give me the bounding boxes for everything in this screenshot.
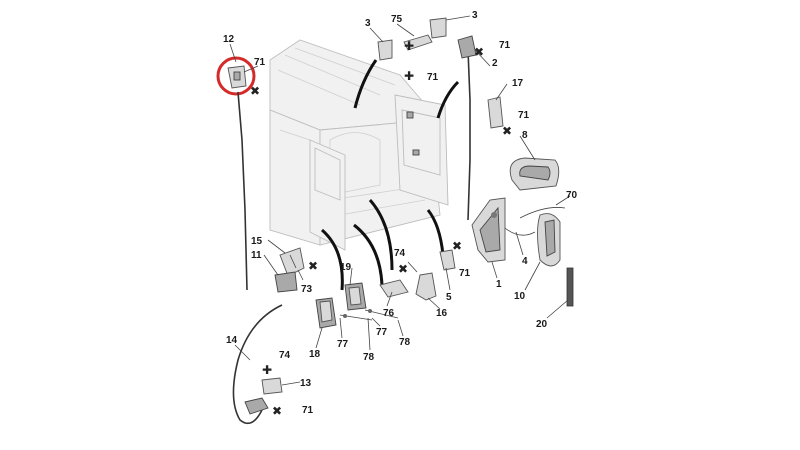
callout-label[interactable]: 19 — [340, 262, 352, 273]
part-13 — [261, 377, 283, 395]
callout-label[interactable]: 78 — [399, 337, 411, 348]
part-10-handle — [537, 213, 561, 267]
callout-label[interactable]: 2 — [492, 58, 498, 69]
part-3-brackets — [377, 17, 477, 61]
callout-label[interactable]: 18 — [309, 349, 321, 360]
callout-label[interactable]: 77 — [376, 327, 388, 338]
cable-14 — [232, 304, 283, 425]
callout-label[interactable]: 8 — [522, 130, 528, 141]
callout-label[interactable]: 71 — [254, 57, 266, 68]
callout-label[interactable]: 73 — [301, 284, 313, 295]
callout-label[interactable]: 3 — [472, 10, 478, 21]
callout-label[interactable]: 20 — [536, 319, 548, 330]
callout-label[interactable]: 12 — [223, 34, 235, 45]
callout-label[interactable]: 70 — [566, 190, 578, 201]
callout-label[interactable]: 76 — [383, 308, 395, 319]
part-1-lock-mechanism — [471, 197, 506, 263]
part-12-hinge[interactable] — [216, 56, 256, 96]
callout-label[interactable]: 16 — [436, 308, 448, 319]
callout-label[interactable]: 4 — [522, 256, 528, 267]
left-rod — [237, 91, 248, 291]
callout-label[interactable]: 11 — [251, 250, 262, 261]
callout-label[interactable]: 14 — [226, 335, 238, 346]
fastener-icon: ✚ — [262, 363, 272, 377]
callout-label[interactable]: 1 — [496, 279, 502, 290]
fastener-icon: ✖ — [502, 124, 512, 138]
right-rear-door — [394, 94, 449, 206]
callout-label[interactable]: 77 — [337, 339, 349, 350]
callout-label[interactable]: 10 — [514, 291, 526, 302]
callout-labels: 12 71 3 75 3 71 71 2 17 71 8 70 15 11 73… — [223, 10, 578, 416]
fastener-icon: ✖ — [398, 262, 408, 276]
left-rear-door — [309, 139, 346, 251]
part-16-bracket — [415, 272, 437, 301]
leader-lines — [229, 15, 571, 386]
fastener-markers: ✖ ✖ ✚ ✚ ✖ ✖ ✖ ✖ ✚ ✖ — [250, 39, 512, 418]
part-2-rod — [467, 49, 471, 221]
part-8-housing — [509, 157, 560, 191]
callout-label[interactable]: 17 — [512, 78, 524, 89]
fastener-icon: ✖ — [452, 239, 462, 253]
callout-label[interactable]: 71 — [302, 405, 314, 416]
callout-label[interactable]: 13 — [300, 378, 312, 389]
fastener-icon: ✚ — [404, 69, 414, 83]
part-76-plate — [379, 279, 409, 298]
callout-label[interactable]: 75 — [391, 14, 403, 25]
fastener-icon: ✖ — [272, 404, 282, 418]
callout-label[interactable]: 71 — [499, 40, 511, 51]
part-75-strip — [403, 34, 433, 51]
callout-label[interactable]: 71 — [459, 268, 471, 279]
fastener-icon: ✚ — [404, 39, 414, 53]
callout-label[interactable]: 71 — [427, 72, 439, 83]
part-5-bracket — [439, 249, 456, 271]
rods-77-78 — [339, 309, 399, 321]
fastener-icon: ✖ — [308, 259, 318, 273]
callout-label[interactable]: 78 — [363, 352, 375, 363]
callout-label[interactable]: 15 — [251, 236, 263, 247]
part-cable-end — [244, 397, 269, 415]
callout-label[interactable]: 74 — [279, 350, 291, 361]
part-20-strip — [566, 267, 574, 307]
part-18-lock — [315, 297, 337, 329]
part-11-15-bracket — [274, 247, 305, 293]
part-4-cable — [504, 227, 536, 236]
part-19-lock — [344, 282, 367, 311]
van-body — [269, 39, 441, 246]
callout-label[interactable]: 74 — [394, 248, 406, 259]
fastener-icon: ✖ — [474, 45, 484, 59]
fastener-icon: ✖ — [250, 84, 260, 98]
callout-label[interactable]: 71 — [518, 110, 530, 121]
part-70-cable — [519, 207, 566, 219]
callout-label[interactable]: 3 — [365, 18, 371, 29]
callout-label[interactable]: 5 — [446, 292, 452, 303]
location-arrows — [320, 59, 460, 291]
highlight-circle — [216, 56, 256, 96]
part-17 — [487, 96, 504, 129]
